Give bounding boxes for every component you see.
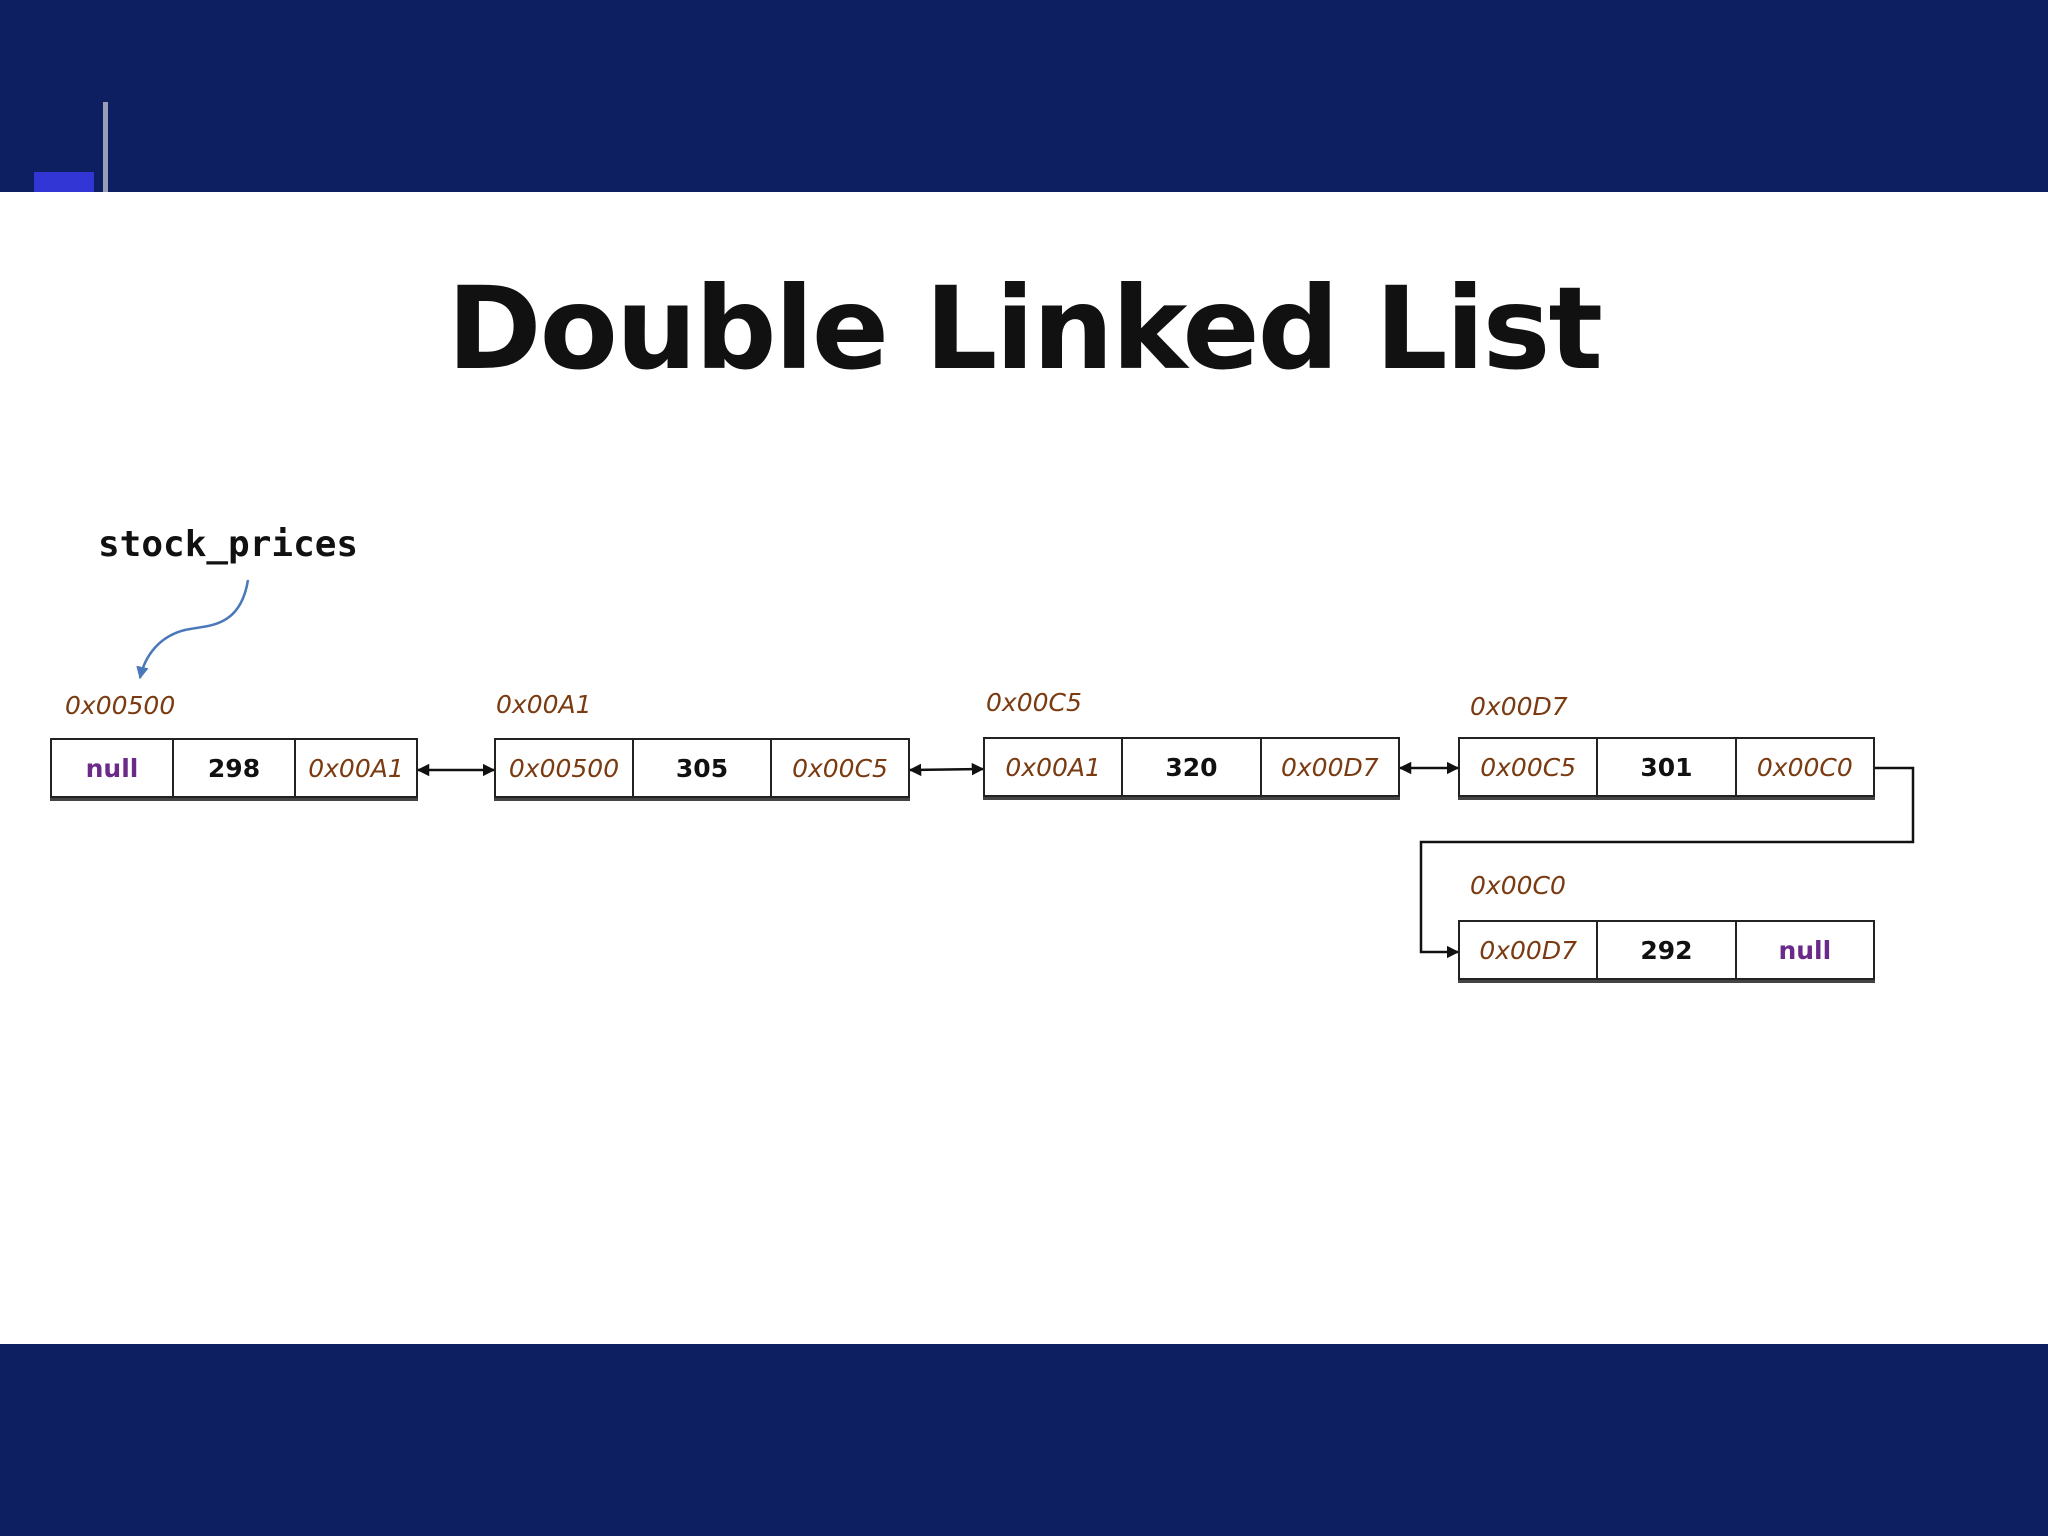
list-node: 0x00A1 320 0x00D7 <box>983 737 1400 797</box>
node-address: 0x00C5 <box>986 688 1082 717</box>
node-address: 0x00A1 <box>496 690 592 719</box>
prev-pointer-cell: null <box>52 740 174 796</box>
next-pointer-cell: 0x00C5 <box>792 753 888 783</box>
value-cell: 301 <box>1598 739 1737 795</box>
bottom-banner <box>0 1344 2048 1536</box>
list-node: 0x00C5 301 0x00C0 <box>1458 737 1875 797</box>
node-address: 0x00C0 <box>1470 871 1566 900</box>
head-pointer-arrow <box>136 579 250 680</box>
next-pointer-cell: null <box>1778 935 1832 965</box>
value-cell: 305 <box>634 740 772 796</box>
head-pointer-label: stock_prices <box>98 524 359 565</box>
value-cell: 292 <box>1598 922 1737 978</box>
list-node: 0x00D7 292 null <box>1458 920 1875 980</box>
node-address: 0x00500 <box>65 691 176 720</box>
value-cell: 320 <box>1123 739 1262 795</box>
list-node: 0x00500 305 0x00C5 <box>494 738 910 798</box>
accent-square <box>34 172 94 192</box>
next-pointer-cell: 0x00C0 <box>1756 752 1853 782</box>
prev-pointer-cell: 0x00500 <box>496 740 634 796</box>
link-2-3 <box>908 762 985 777</box>
prev-pointer-cell: 0x00A1 <box>985 739 1124 795</box>
top-banner <box>0 0 2048 192</box>
accent-line <box>103 102 108 192</box>
node-address: 0x00D7 <box>1470 692 1568 721</box>
prev-pointer-cell: 0x00D7 <box>1460 922 1599 978</box>
next-pointer-cell: 0x00A1 <box>308 753 404 783</box>
value-cell: 298 <box>174 740 296 796</box>
list-node: null 298 0x00A1 <box>50 738 418 798</box>
prev-pointer-cell: 0x00C5 <box>1460 739 1599 795</box>
slide-title: Double Linked List <box>446 262 1603 395</box>
link-4-5 <box>1419 766 1915 959</box>
next-pointer-cell: 0x00D7 <box>1280 752 1379 782</box>
